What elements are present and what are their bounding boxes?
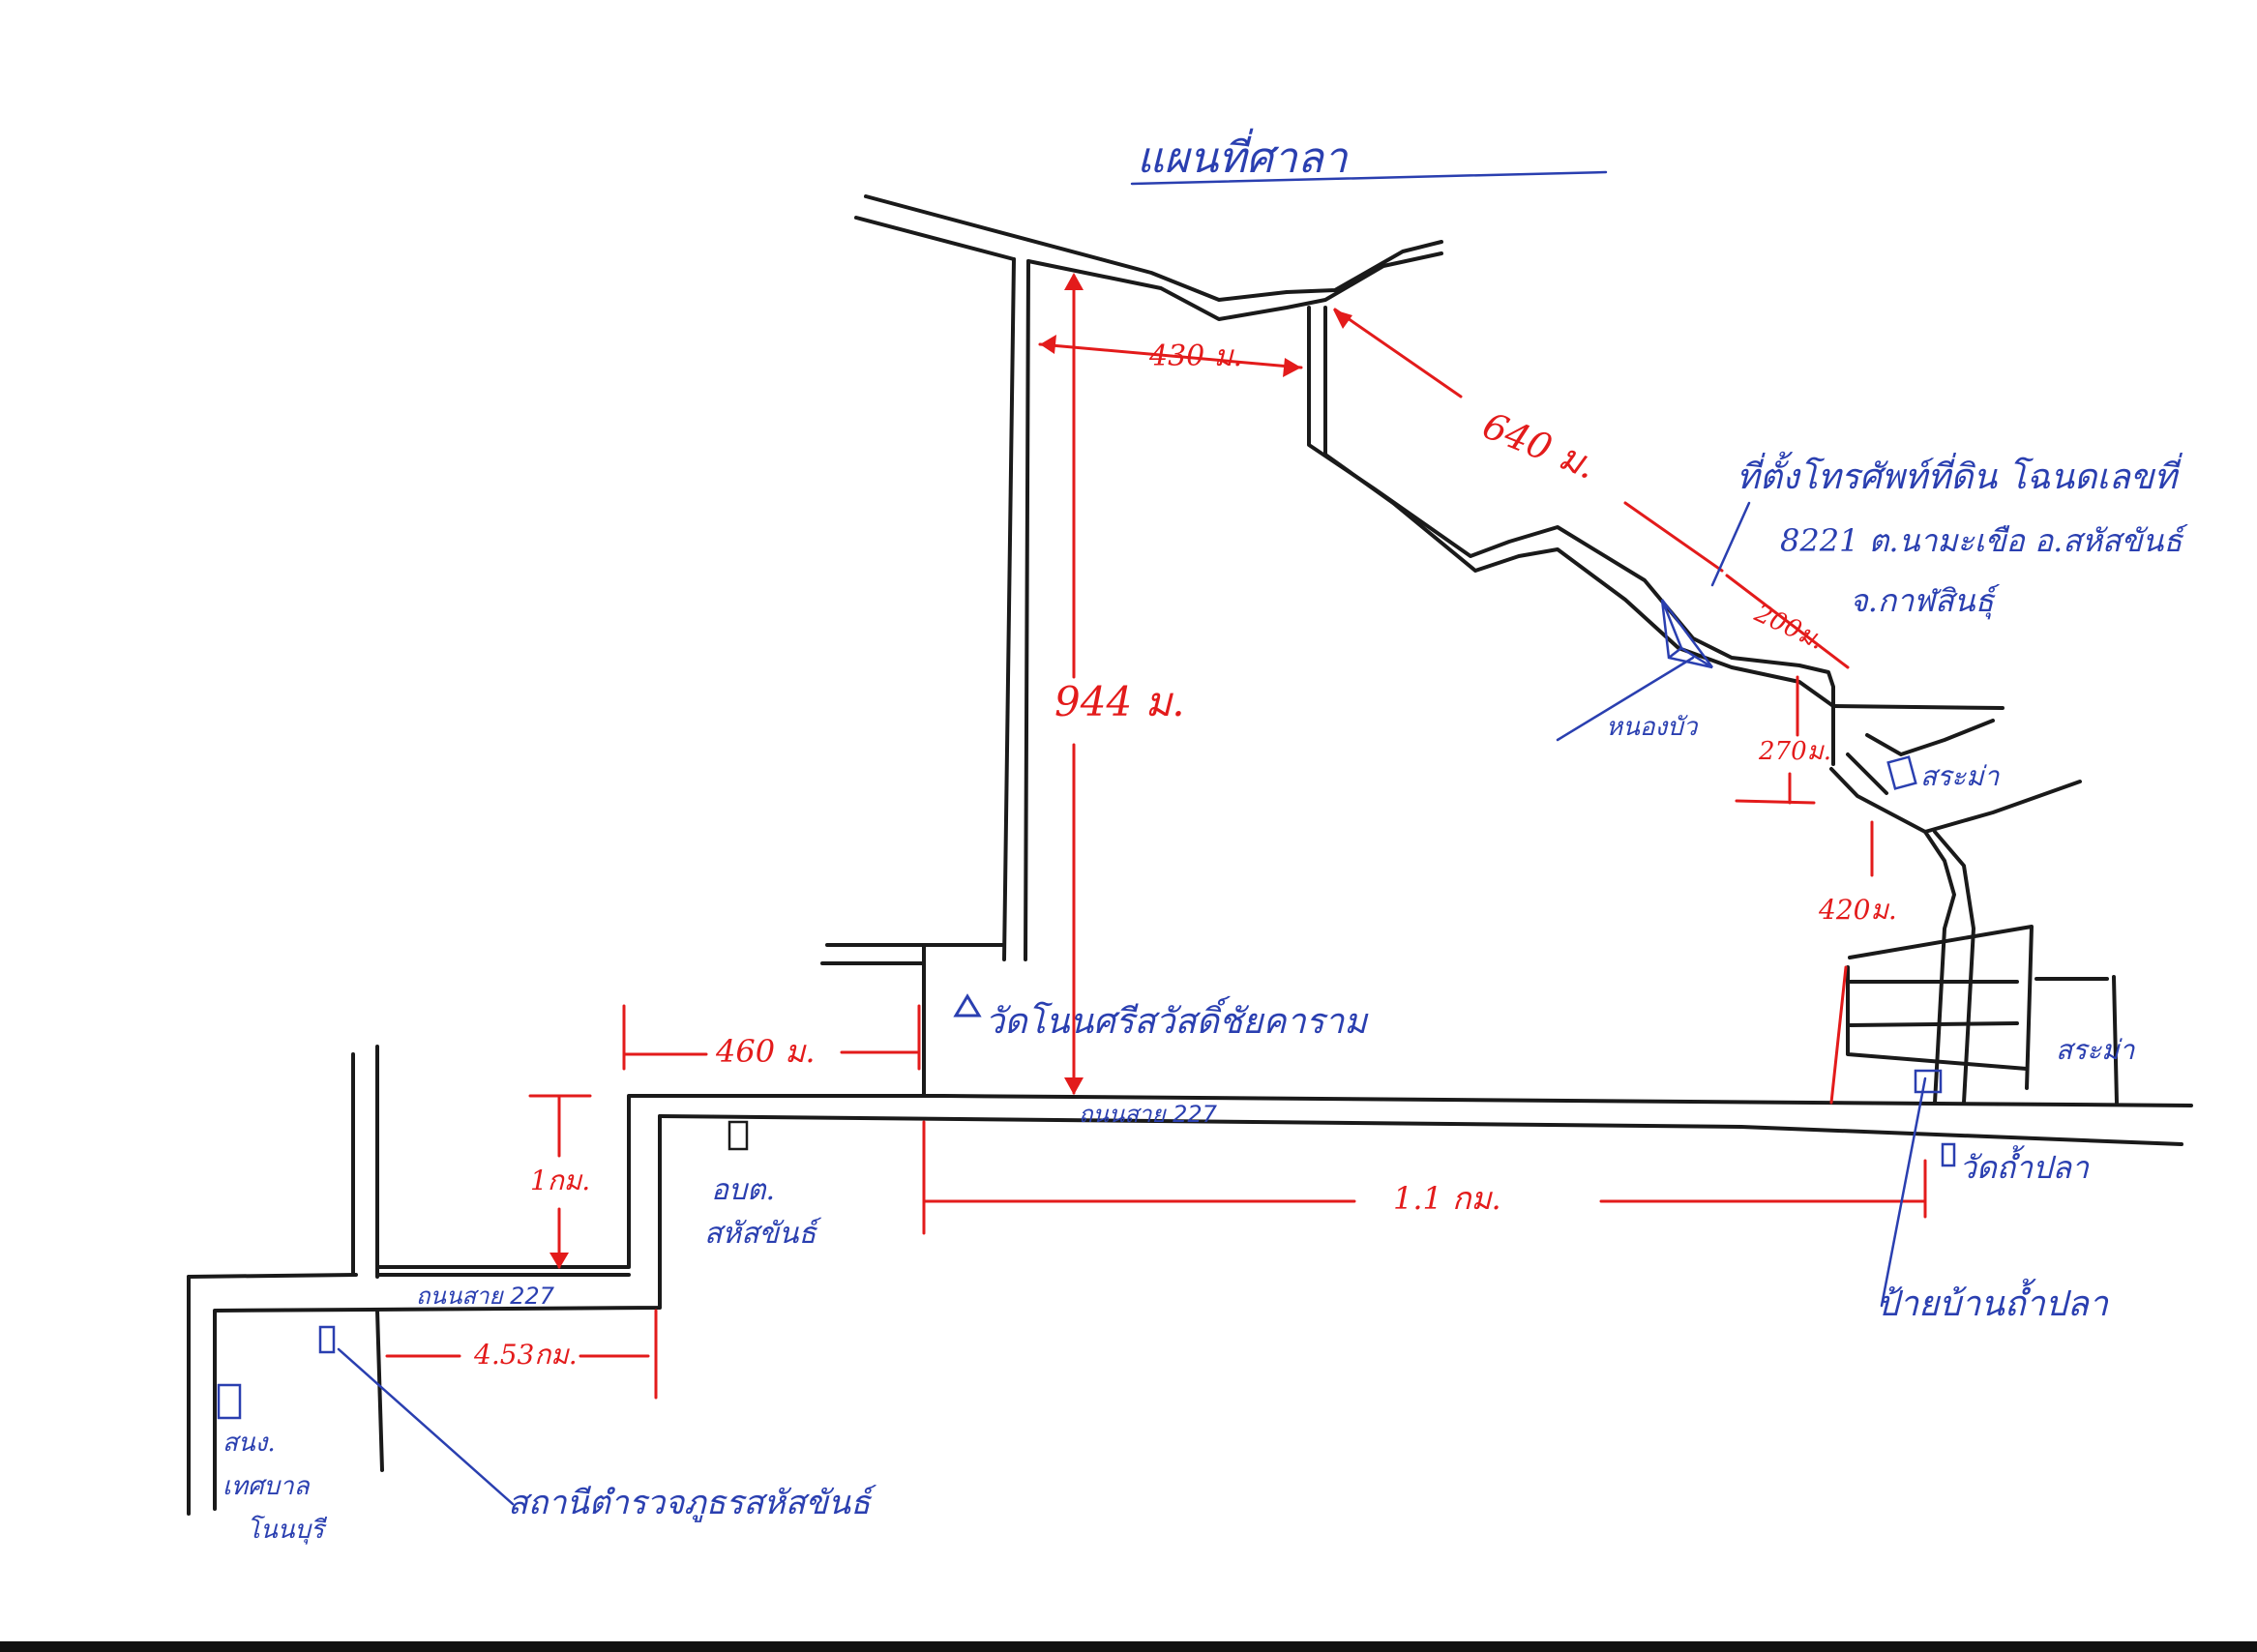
dim-430-arrow-right [1283, 358, 1301, 377]
municipality-label-line2: เทศบาล [223, 1472, 311, 1501]
road-227-south-edge [658, 1114, 2183, 1146]
road-227-north-edge [941, 1094, 2193, 1107]
site-label-line3: จ.กาฬสินธุ์ [1850, 582, 2000, 620]
pointer-tham-pla-sign [1880, 1077, 1927, 1308]
road-step-south [213, 1114, 662, 1511]
road-labels: ถนนสาย 227 ถนนสาย 227 [416, 1101, 1218, 1310]
sao-building-icon [728, 1120, 749, 1151]
road-east-branch-d [1865, 719, 1995, 756]
distance-labels: 430 ม. 640 ม. 944 ม. 460 ม. 1กม. 1.1 กม.… [473, 339, 1897, 1371]
road-village-grid-b [1846, 965, 2029, 1071]
road-village-north-a [1923, 830, 1956, 1105]
road-village-grid-c [1848, 980, 2019, 1027]
dim-944-arrow-bottom [1064, 1077, 1084, 1095]
nong-bua-label: หนองบัว [1606, 713, 1699, 742]
site-label-line1: ที่ตั้งโทรศัพท์ที่ดิน โฉนดเลขที่ [1737, 451, 2183, 497]
municipality-office-icon [217, 1383, 242, 1420]
annotation-pointers [337, 501, 1927, 1506]
municipality-label-line3: โนนบุรี [247, 1515, 328, 1545]
wat-tham-pla-label: วัดถ้ำปลา [1959, 1145, 2090, 1186]
dimension-lines [385, 273, 1927, 1400]
road-village-north-b [1933, 830, 1975, 1105]
site-label-line2: 8221 ต.นามะเขือ อ.สหัสขันธ์ [1780, 522, 2188, 559]
label-944: 944 ม. [1054, 678, 1185, 725]
road-north-west-edge [1002, 257, 1016, 961]
dim-1km-arrow-bottom [549, 1253, 569, 1269]
sa-ma-fai-label-2: สระม่า [2056, 1034, 2136, 1066]
road-west-vertical-b [375, 1309, 384, 1472]
dim-270-tick [1735, 799, 1816, 805]
pointer-nong-bua [1556, 656, 1695, 742]
label-200: 200ม. [1749, 599, 1828, 656]
road-north-east-edge [1024, 259, 1030, 961]
road-step-north [375, 1094, 926, 1279]
pointer-site [1710, 501, 1751, 587]
police-station-icon [318, 1325, 336, 1354]
sa-ma-fai-label-1: สระม่า [1920, 760, 2001, 792]
dim-420-line-b [1829, 965, 1848, 1105]
label-420: 420ม. [1818, 894, 1897, 926]
label-270: 270ม. [1758, 737, 1831, 766]
road-temple-branch-west [820, 961, 945, 1098]
road-east-branch-c [1846, 752, 1888, 795]
label-1km: 1กม. [530, 1165, 590, 1196]
label-460: 460 ม. [715, 1033, 816, 1070]
label-430: 430 ม. [1148, 339, 1242, 373]
road-top-north-edge [864, 194, 1443, 302]
sa-ma-fai-square-icon [1886, 755, 1917, 790]
dim-430-line [1038, 342, 1303, 369]
temple-triangle-icon [953, 993, 982, 1018]
road-network [187, 194, 2193, 1516]
label-road-227-lower: ถนนสาย 227 [416, 1283, 555, 1310]
sao-label-line2: สหัสขันธ์ [704, 1217, 822, 1251]
road-diagonal-south-edge [1323, 306, 1835, 708]
label-1-1km: 1.1 กม. [1393, 1180, 1501, 1217]
scan-bottom-border [0, 1641, 2257, 1652]
road-village-grid-a [1848, 925, 2034, 1090]
map-title: แผนที่ศาลา [1137, 128, 1349, 183]
dim-430-arrow-left [1040, 335, 1056, 354]
label-road-227-upper: ถนนสาย 227 [1079, 1101, 1218, 1128]
dim-200-line [1725, 574, 1850, 669]
temple-label: วัดโนนศรีสวัสดิ์ชัยคาราม [985, 995, 1369, 1042]
site-marker-icon [1660, 599, 1714, 669]
place-labels: ที่ตั้งโทรศัพท์ที่ดิน โฉนดเลขที่ 8221 ต.… [223, 451, 2188, 1545]
label-640: 640 ม. [1477, 404, 1602, 487]
sao-label-line1: อบต. [711, 1173, 775, 1207]
tham-pla-sign-icon [1914, 1069, 1943, 1094]
police-label: สถานีตำรวจภูธรสหัสขันธ์ [508, 1484, 877, 1522]
dim-640-line-a [1333, 308, 1463, 398]
title-underline [1130, 170, 1608, 186]
road-top-south-edge [854, 216, 1443, 321]
road-west-upper-edge [187, 1273, 358, 1279]
label-4-53km: 4.53กม. [473, 1339, 578, 1371]
road-diagonal-north-edge [1307, 306, 1835, 766]
dim-640-line-b [1623, 501, 1724, 573]
road-village-grid-d [2034, 975, 2119, 1105]
pointer-police [337, 1347, 515, 1506]
municipality-label-line1: สนง. [223, 1429, 276, 1458]
road-east-branch-a [1831, 704, 2005, 710]
tham-pla-sign-label: ป้ายบ้านถ้ำปลา [1877, 1278, 2110, 1324]
dim-640-arrow-top [1333, 310, 1352, 329]
map-markers [217, 599, 1956, 1420]
wat-tham-pla-square-icon [1941, 1142, 1956, 1167]
road-temple-stub [825, 943, 926, 965]
dim-944-arrow-top [1064, 273, 1084, 290]
road-west-north-a [375, 1045, 631, 1277]
